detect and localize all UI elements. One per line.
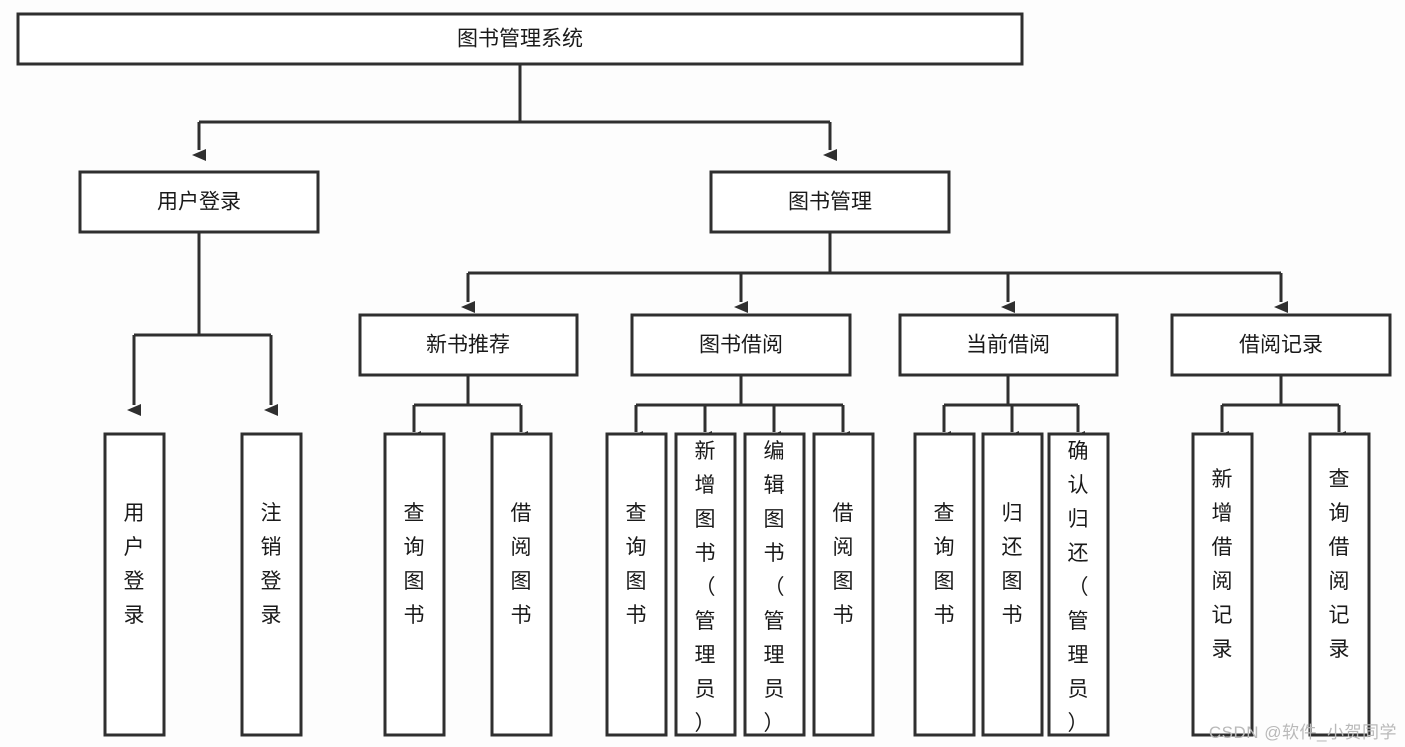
node-leaf-user-login[interactable]: 用户登录 — [103, 432, 166, 737]
node-user-login-box[interactable] — [78, 170, 320, 234]
node-leaf-query-book-3[interactable]: 查询图书 — [913, 432, 976, 737]
node-borrow-record-box[interactable] — [1170, 313, 1392, 377]
node-leaf-query-book-2-label: 查询图书 — [626, 502, 647, 627]
node-new-book-recommend[interactable]: 新书推荐 — [358, 313, 579, 377]
node-leaf-edit-book-label: 编辑图书（管理员） — [764, 440, 785, 735]
connector-layer — [127, 64, 1346, 443]
node-book-management[interactable]: 图书管理 — [709, 170, 951, 234]
node-leaf-add-record-box[interactable] — [1191, 432, 1254, 737]
node-leaf-query-record-label: 查询借阅记录 — [1329, 468, 1350, 661]
node-leaf-return-book-box[interactable] — [981, 432, 1044, 737]
node-leaf-borrow-book-1-box[interactable] — [490, 432, 553, 737]
node-book-borrow[interactable]: 图书借阅 — [630, 313, 852, 377]
node-leaf-edit-book[interactable]: 编辑图书（管理员） — [743, 432, 806, 737]
node-leaf-add-record[interactable]: 新增借阅记录 — [1191, 432, 1254, 737]
node-leaf-return-book-label: 归还图书 — [1002, 502, 1023, 627]
node-leaf-add-record-label: 新增借阅记录 — [1212, 468, 1233, 661]
node-leaf-confirm-return[interactable]: 确认归还（管理员） — [1047, 432, 1110, 737]
node-leaf-borrow-book-2-box[interactable] — [812, 432, 875, 737]
node-current-borrow[interactable]: 当前借阅 — [898, 313, 1119, 377]
node-leaf-return-book[interactable]: 归还图书 — [981, 432, 1044, 737]
node-leaf-logout-login-label: 注销登录 — [261, 502, 282, 627]
node-user-login[interactable]: 用户登录 — [78, 170, 320, 234]
node-leaf-query-record-box[interactable] — [1308, 432, 1371, 737]
node-new-book-recommend-label: 新书推荐 — [426, 334, 510, 357]
node-leaf-logout-login-box[interactable] — [240, 432, 303, 737]
node-root-box[interactable] — [16, 12, 1024, 66]
node-leaf-query-record[interactable]: 查询借阅记录 — [1308, 432, 1371, 737]
node-leaf-query-book-1-label: 查询图书 — [404, 502, 425, 627]
node-leaf-borrow-book-1-label: 借阅图书 — [511, 502, 532, 627]
node-leaf-query-book-1-box[interactable] — [383, 432, 446, 737]
node-leaf-query-book-3-label: 查询图书 — [934, 502, 955, 627]
node-book-management-box[interactable] — [709, 170, 951, 234]
node-leaf-query-book-1[interactable]: 查询图书 — [383, 432, 446, 737]
node-book-borrow-box[interactable] — [630, 313, 852, 377]
node-leaf-confirm-return-label: 确认归还（管理员） — [1068, 440, 1089, 735]
node-root[interactable]: 图书管理系统 — [16, 12, 1024, 66]
node-borrow-record[interactable]: 借阅记录 — [1170, 313, 1392, 377]
node-leaf-edit-book-box[interactable] — [743, 432, 806, 737]
node-leaf-borrow-book-1[interactable]: 借阅图书 — [490, 432, 553, 737]
node-root-label: 图书管理系统 — [457, 28, 583, 51]
node-leaf-query-book-2-box[interactable] — [605, 432, 668, 737]
node-leaf-logout-login[interactable]: 注销登录 — [240, 432, 303, 737]
node-leaf-borrow-book-2[interactable]: 借阅图书 — [812, 432, 875, 737]
node-book-management-label: 图书管理 — [788, 191, 872, 214]
node-current-borrow-box[interactable] — [898, 313, 1119, 377]
node-leaf-add-book-label: 新增图书（管理员） — [695, 440, 716, 735]
node-leaf-add-book[interactable]: 新增图书（管理员） — [674, 432, 737, 737]
node-leaf-user-login-label: 用户登录 — [124, 502, 145, 627]
node-user-login-label: 用户登录 — [157, 191, 241, 214]
node-new-book-recommend-box[interactable] — [358, 313, 579, 377]
node-borrow-record-label: 借阅记录 — [1239, 334, 1323, 357]
node-leaf-query-book-2[interactable]: 查询图书 — [605, 432, 668, 737]
node-leaf-confirm-return-box[interactable] — [1047, 432, 1110, 737]
node-current-borrow-label: 当前借阅 — [966, 334, 1050, 357]
node-leaf-query-book-3-box[interactable] — [913, 432, 976, 737]
node-leaf-add-book-box[interactable] — [674, 432, 737, 737]
node-leaf-borrow-book-2-label: 借阅图书 — [833, 502, 854, 627]
node-book-borrow-label: 图书借阅 — [699, 334, 783, 357]
node-leaf-user-login-box[interactable] — [103, 432, 166, 737]
